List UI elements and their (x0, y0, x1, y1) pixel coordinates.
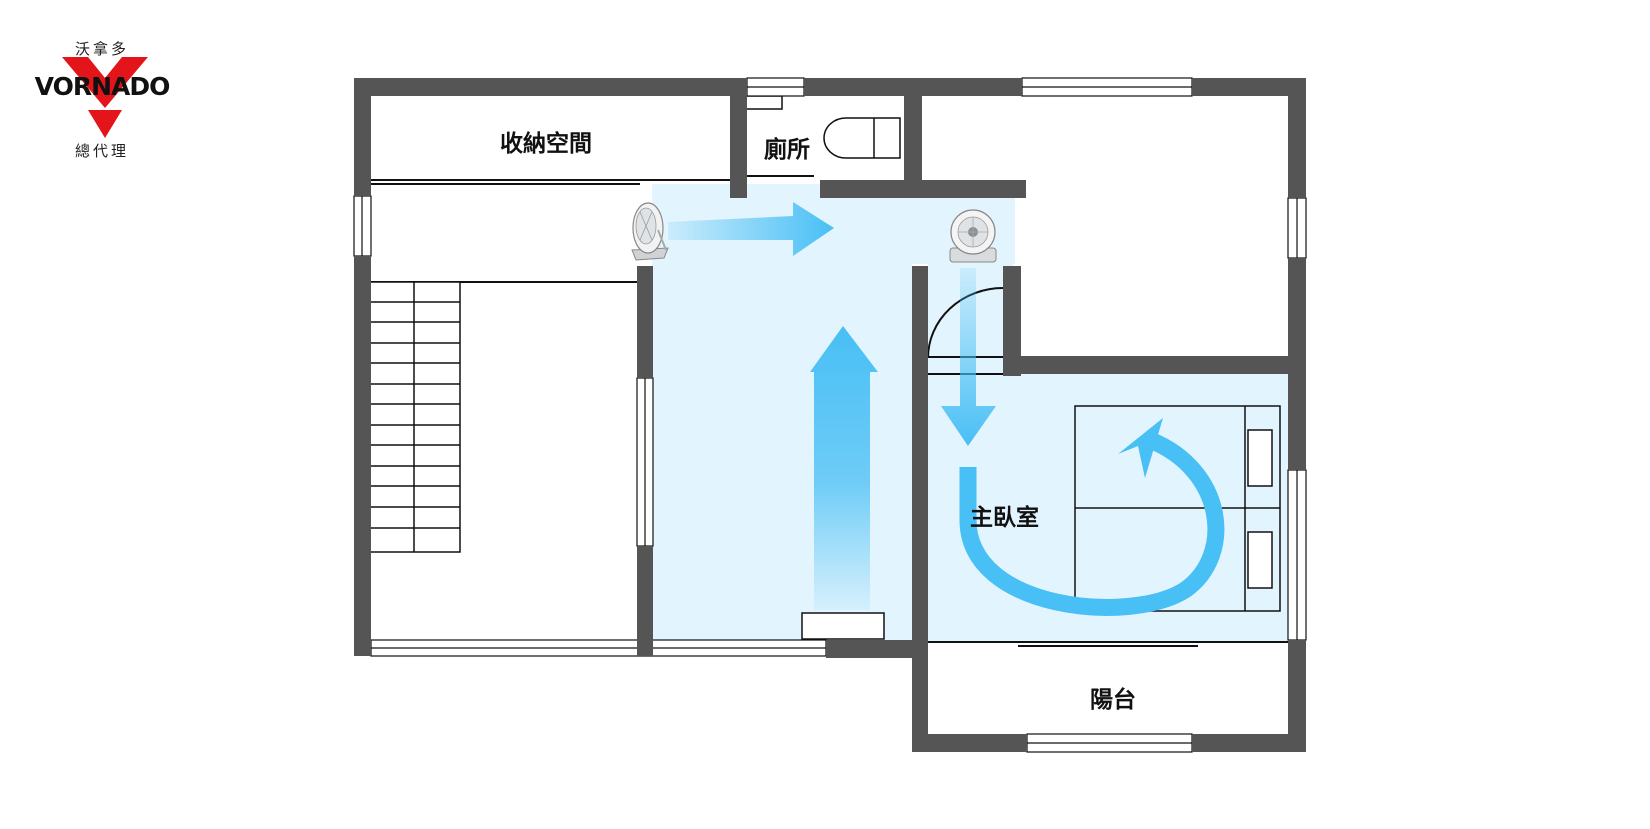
vornado-logo-mark (62, 57, 148, 138)
airflow-arrows (668, 202, 1225, 616)
airflow-arrow-down (941, 268, 996, 446)
double-bed (1074, 405, 1281, 612)
walls (354, 78, 1306, 752)
airflow-arrow-right (668, 202, 834, 256)
room-label-master-bedroom: 主臥室 (970, 505, 1039, 531)
logo-bottom-text: 總代理 (74, 142, 129, 160)
airflow-arrow-circular (959, 432, 1225, 616)
floor-unit (801, 612, 885, 640)
staircase (369, 281, 461, 553)
brand-logo: 沃拿多 VORNADO 總代理 (30, 32, 180, 162)
logo-top-text: 沃拿多 (74, 40, 129, 58)
room-label-balcony: 陽台 (1090, 687, 1136, 713)
interior-lines (370, 175, 1288, 647)
room-label-toilet: 廁所 (764, 137, 810, 163)
airflow-arrow-circular-head (1118, 418, 1163, 478)
fan-right (949, 209, 997, 263)
logo-brand-name: VORNADO (34, 72, 171, 101)
room-label-storage: 收納空間 (500, 131, 592, 157)
airflow-arrow-up (810, 326, 878, 610)
fan-left (631, 202, 669, 261)
